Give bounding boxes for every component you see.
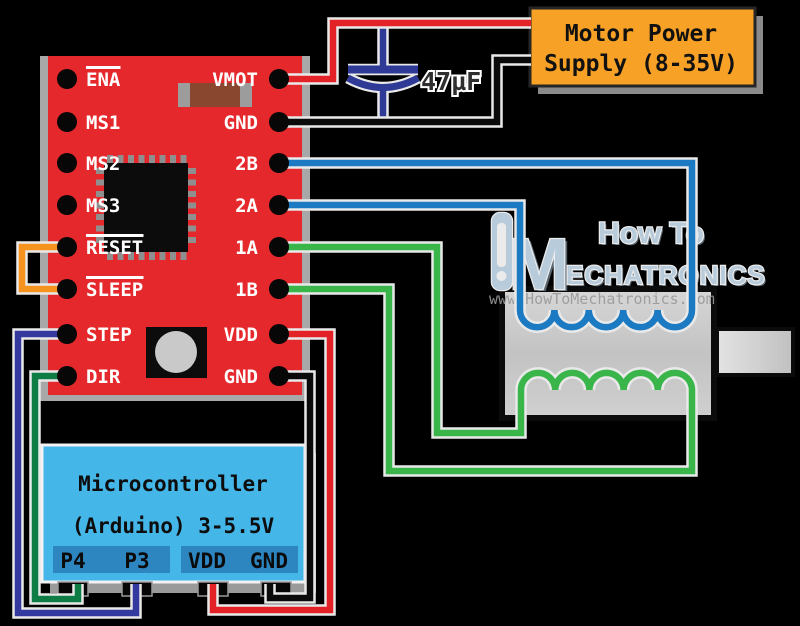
wire-coil-green-1a-1b	[279, 243, 696, 475]
wire-gnd-mc	[266, 372, 314, 602]
stepper-motor	[499, 286, 795, 421]
capacitor-bottom-plate	[346, 74, 420, 91]
driver-ic-chip	[96, 155, 196, 260]
psu-label-line2: Supply (8-35V)	[544, 51, 738, 77]
capacitor-value-label: 47µF	[421, 67, 481, 96]
pin-label-ena: ENA	[86, 69, 121, 91]
microcontroller-box: Microcontroller (Arduino) 3-5.5V P4 P3 V…	[40, 443, 316, 597]
driver-pin-labels: ENA MS1 MS2 MS3 RESET SLEEP STEP DIR VMO…	[86, 66, 259, 388]
driver-board	[40, 56, 310, 401]
pin-label-ms3: MS3	[86, 195, 120, 217]
pin-label-step: STEP	[86, 324, 132, 346]
motor-power-supply-box: Motor Power Supply (8-35V)	[528, 6, 763, 94]
watermark-brand-line2: ECHATRONICS	[566, 260, 766, 290]
pin-label-1b: 1B	[235, 279, 258, 301]
pin-label-dir: DIR	[86, 366, 121, 388]
mc-pin-p4: P4	[60, 549, 85, 573]
mc-pin-gnd: GND	[250, 549, 288, 573]
reset-overline	[86, 234, 144, 237]
mc-title-line2: (Arduino) 3-5.5V	[72, 514, 275, 538]
pin-label-gnd-bottom: GND	[224, 366, 258, 388]
sleep-overline	[86, 276, 144, 279]
motor-shaft	[715, 327, 795, 377]
watermark-logo-wrench	[497, 223, 506, 267]
pin-label-vmot: VMOT	[212, 69, 258, 91]
mc-pin-strip-right	[181, 546, 298, 573]
wire-dir-p4	[31, 372, 82, 603]
pin-label-sleep: SLEEP	[86, 279, 143, 301]
ena-overline	[86, 66, 121, 69]
mc-pin-p3: P3	[124, 549, 149, 573]
wires	[12, 17, 698, 619]
wire-vmot-power	[279, 19, 531, 83]
motor-body	[505, 292, 711, 415]
wire-reset-sleep	[18, 243, 67, 293]
pin-label-vdd: VDD	[224, 324, 258, 346]
psu-label-line1: Motor Power	[565, 21, 717, 47]
watermark: M M How To How To ECHATRONICS ECHATRONIC…	[489, 211, 768, 308]
watermark-brand-line2-shadow: ECHATRONICS	[568, 262, 768, 292]
pin-label-2b: 2B	[235, 153, 258, 175]
watermark-url: www.HowToMechatronics.com	[489, 290, 715, 308]
pin-label-1a: 1A	[235, 237, 258, 259]
pin-label-reset: RESET	[86, 237, 143, 259]
mc-pin-vdd: VDD	[188, 549, 226, 573]
psu-body	[528, 6, 757, 88]
pin-label-ms2: MS2	[86, 153, 120, 175]
driver-pins	[57, 69, 289, 386]
wire-vdd-mc	[209, 330, 334, 614]
pin-label-2a: 2A	[235, 195, 258, 217]
wire-step-p3	[14, 330, 140, 617]
decoupling-capacitor	[345, 23, 421, 122]
mc-pin-strip-left	[53, 546, 170, 573]
mc-title-line1: Microcontroller	[78, 472, 268, 496]
pin-label-gnd-top: GND	[224, 112, 258, 134]
pin-label-ms1: MS1	[86, 112, 120, 134]
wire-gnd-power	[279, 56, 531, 126]
current-trimpot	[146, 327, 207, 378]
wire-coil-blue-2a-2b	[279, 159, 696, 331]
smd-resistor	[178, 83, 252, 107]
